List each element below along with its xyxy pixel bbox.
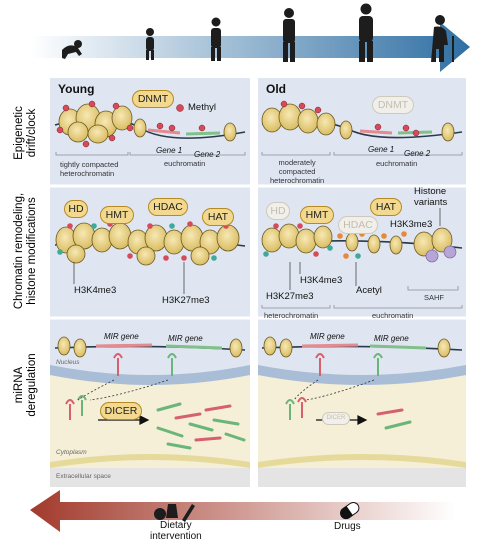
young-methyl-marks [56,100,206,148]
extracellular-label: Extracellular space [56,473,111,480]
young-mir-gene-1: MIR gene [104,332,139,341]
young-gene2-label: Gene 2 [194,150,221,159]
old-gene2-label: Gene 2 [404,149,431,158]
young-gene1-label: Gene 1 [156,146,183,155]
young-methyl-label: Methyl [188,102,216,113]
drugs-label: Drugs [334,521,361,532]
old-nucleosomes-2 [261,223,453,257]
drug-capsule-icon [340,502,360,520]
young-nucleosomes-1 [58,103,237,144]
old-title: Old [266,82,286,96]
old-mir-gene-2: MIR gene [374,334,409,343]
old-sahf-label: SAHF [424,293,445,302]
old-acetyl-label: Acetyl [356,285,382,296]
intervention-arrow [30,490,455,532]
young-hat-pill: HAT [202,208,234,226]
young-mir-gene-2: MIR gene [168,334,203,343]
old-mir-gene-1: MIR gene [310,332,345,341]
old-h3k4me3-label: H3K4me3 [300,275,343,286]
old-dicer-pill: DICER [322,412,350,425]
aging-arrow [30,22,470,72]
dietary-intervention-label: Dietary intervention [150,520,202,542]
young-h3k4me3-label: H3K4me3 [74,285,117,296]
row-label-epigenetic: Epigenetic drift/clock [13,106,38,160]
old-hmt-pill: HMT [300,206,334,224]
cytoplasm-label: Cytoplasm [56,449,87,456]
young-hetero-label: tightly compacted heterochromatin [60,160,119,178]
young-dicer-pill: DICER [100,402,142,420]
row-label-chromatin: Chromatin remodeling, histone modificati… [13,192,38,310]
old-hat-pill: HAT [370,198,402,216]
dietary-icons [154,504,195,522]
old-hd-pill: HD [266,202,290,220]
old-nucleosomes-1 [261,103,455,142]
young-dnmt-pill: DNMT [132,90,174,108]
old-gene1-label: Gene 1 [368,145,395,154]
old-euchromatin-label: euchromatin [376,159,418,168]
old-histone-variants-label: Histone variants [414,186,448,208]
young-title: Young [58,82,95,96]
old-heterochromatin-label: heterochromatin [264,311,319,320]
young-hdac-pill: HDAC [148,198,188,216]
old-hdac-pill: HDAC [338,216,378,234]
old-hetero-label: moderately compacted heterochromatin [270,158,325,185]
old-dnmt-pill: DNMT [372,96,414,114]
young-hd-pill: HD [64,200,88,218]
young-euchromatin-label: euchromatin [164,159,206,168]
row-label-mirna: miRNA deregulation [13,353,38,417]
young-hmt-pill: HMT [100,206,134,224]
old-h3k3me3-label: H3K3me3 [390,219,433,230]
old-h3k27me3-label: H3K27me3 [266,291,314,302]
old-euchromatin-label-2: euchromatin [372,311,414,320]
young-nucleosomes-2 [55,222,240,266]
young-h3k27me3-label: H3K27me3 [162,295,210,306]
age-silhouettes [62,3,454,62]
nucleus-label: Nucleus [56,359,80,366]
